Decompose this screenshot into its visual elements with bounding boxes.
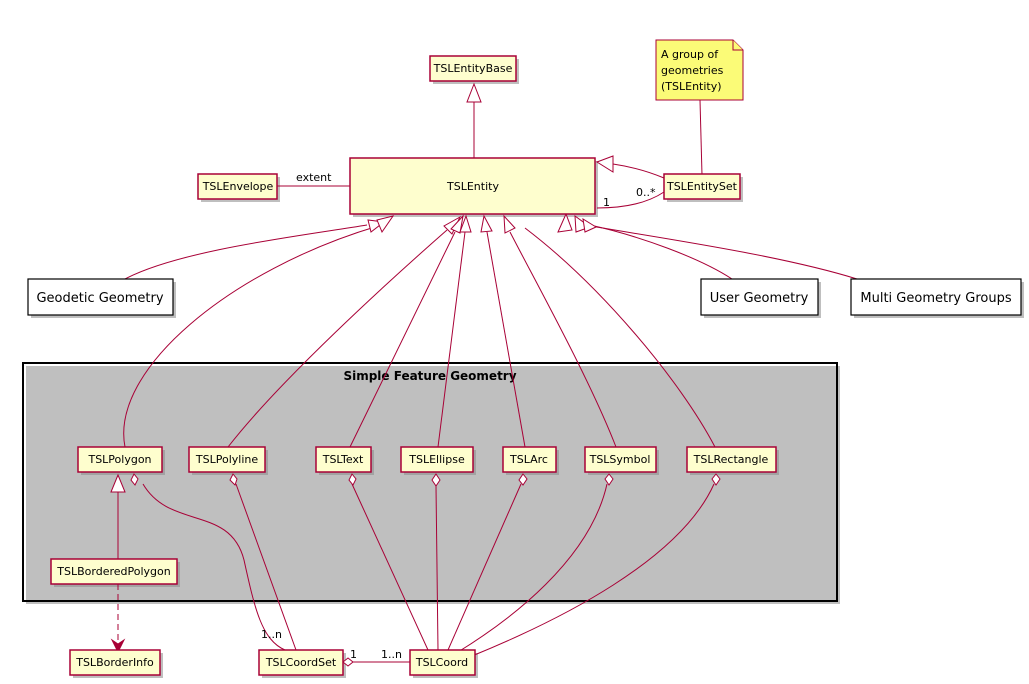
class-tslarc[interactable]: TSLArc — [502, 446, 557, 473]
edge-text-to-entity — [349, 231, 456, 448]
generalization-arrow-arc — [480, 214, 493, 233]
package-user-geometry[interactable]: User Geometry — [700, 278, 819, 316]
class-tslenvelope[interactable]: TSLEnvelope — [197, 173, 278, 200]
edge-ellipse-to-entity — [437, 231, 466, 448]
class-tslellipse[interactable]: TSLEllipse — [400, 446, 474, 473]
aggregation-diamond-polyline — [229, 473, 238, 486]
aggregation-diamond-rectangle — [711, 473, 721, 486]
edge-ellipse-to-coord — [435, 485, 439, 651]
edge-decorations — [110, 82, 721, 667]
package-label: Multi Geometry Groups — [860, 291, 1011, 306]
generalization-arrow-symbol — [503, 214, 516, 234]
package-multi-geometry-groups[interactable]: Multi Geometry Groups — [850, 278, 1022, 316]
class-tslsymbol[interactable]: TSLSymbol — [584, 446, 657, 473]
class-tslpolygon[interactable]: TSLPolygon — [77, 446, 163, 473]
class-label: TSLRectangle — [693, 453, 769, 466]
generalization-arrow-polygon — [376, 215, 395, 234]
class-label: TSLCoordSet — [265, 656, 337, 669]
aggregation-diamond-polygon — [130, 473, 139, 486]
note: A group of geometries (TSLEntity) — [655, 39, 744, 101]
label-set-many: 0..* — [636, 186, 656, 199]
label-extent: extent — [296, 171, 332, 184]
class-label: TSLArc — [509, 453, 548, 466]
edge-polygon-to-entity — [123, 225, 379, 448]
package-label: User Geometry — [710, 291, 809, 306]
shadows — [26, 59, 1024, 678]
aggregation-diamond-symbol — [604, 473, 614, 486]
class-tslentityset[interactable]: TSLEntitySet — [663, 173, 741, 200]
generalization-arrow-entitybase — [466, 82, 482, 103]
edge-symbol-to-coord — [457, 483, 608, 653]
class-tslentity[interactable]: TSLEntity — [349, 157, 596, 215]
class-label: TSLCoord — [415, 656, 468, 669]
class-label: TSLEntityBase — [433, 62, 513, 75]
edge-symbol-to-entity — [509, 231, 617, 448]
package-label: Geodetic Geometry — [36, 291, 163, 306]
class-label: TSLPolyline — [195, 453, 258, 466]
edge-arc-to-coord — [447, 483, 522, 651]
label-coord-many: 1..n — [381, 648, 402, 661]
label-coordset-one: 1 — [350, 648, 357, 661]
edge-multi-to-entity — [584, 224, 858, 280]
class-tslentitybase[interactable]: TSLEntityBase — [429, 55, 517, 82]
edge-rectangle-to-coord — [471, 483, 715, 657]
generalization-arrow-text — [450, 214, 464, 234]
note-line-2: geometries — [661, 64, 724, 77]
generalization-arrow-rectangle — [557, 212, 573, 233]
edge-entityset-to-entity — [612, 163, 665, 179]
class-label: TSLBorderInfo — [75, 656, 154, 669]
package-geodetic-geometry[interactable]: Geodetic Geometry — [27, 278, 174, 316]
class-tslborderinfo[interactable]: TSLBorderInfo — [69, 649, 161, 676]
generalization-arrow-borderedpolygon — [110, 473, 126, 493]
dependency-arrow-borderinfo — [110, 638, 126, 654]
class-label: TSLEnvelope — [202, 180, 274, 193]
note-line-3: (TSLEntity) — [661, 80, 722, 93]
aggregation-diamond-coordset — [342, 657, 354, 667]
class-label: TSLEntitySet — [666, 180, 738, 193]
class-label: TSLPolygon — [87, 453, 151, 466]
class-tslcoord[interactable]: TSLCoord — [409, 649, 476, 676]
class-label: TSLEllipse — [408, 453, 465, 466]
class-label: TSLText — [322, 453, 364, 466]
class-tslpolyline[interactable]: TSLPolyline — [188, 446, 266, 473]
class-label: TSLSymbol — [589, 453, 651, 466]
simple-feature-geometry-title: Simple Feature Geometry — [343, 369, 516, 383]
generalization-arrow-user — [582, 218, 598, 233]
aggregation-diamond-ellipse — [431, 473, 441, 487]
class-label: TSLEntity — [446, 180, 499, 193]
aggregation-diamond-arc — [518, 473, 528, 486]
aggregation-diamond-text — [348, 473, 357, 486]
edge-note-connector — [699, 99, 703, 176]
edge-polygon-to-coordset — [142, 483, 286, 651]
label-set-one: 1 — [603, 196, 610, 209]
edge-arc-to-entity — [486, 231, 526, 448]
class-tslrectangle[interactable]: TSLRectangle — [686, 446, 777, 473]
edge-polyline-to-coordset — [235, 483, 297, 651]
simple-feature-geometry-package — [22, 362, 838, 602]
class-tslcoordset[interactable]: TSLCoordSet — [258, 649, 344, 676]
label-coordset-many: 1..n — [261, 628, 282, 641]
edges — [117, 99, 858, 663]
generalization-arrow-entityset — [595, 155, 614, 173]
edge-text-to-coord — [351, 483, 429, 651]
class-tsltext[interactable]: TSLText — [315, 446, 372, 473]
edge-user-to-entity — [589, 224, 733, 280]
note-line-1: A group of — [661, 48, 719, 61]
class-tslborderedpolygon[interactable]: TSLBorderedPolygon — [50, 558, 178, 585]
edge-polyline-to-entity — [227, 229, 448, 448]
class-label: TSLBorderedPolygon — [56, 565, 170, 578]
edge-geodetic-to-entity — [124, 224, 368, 280]
edge-entityset-association — [596, 191, 665, 209]
edge-rectangle-to-entity — [524, 227, 716, 448]
generalization-arrow-ellipse — [459, 214, 472, 233]
